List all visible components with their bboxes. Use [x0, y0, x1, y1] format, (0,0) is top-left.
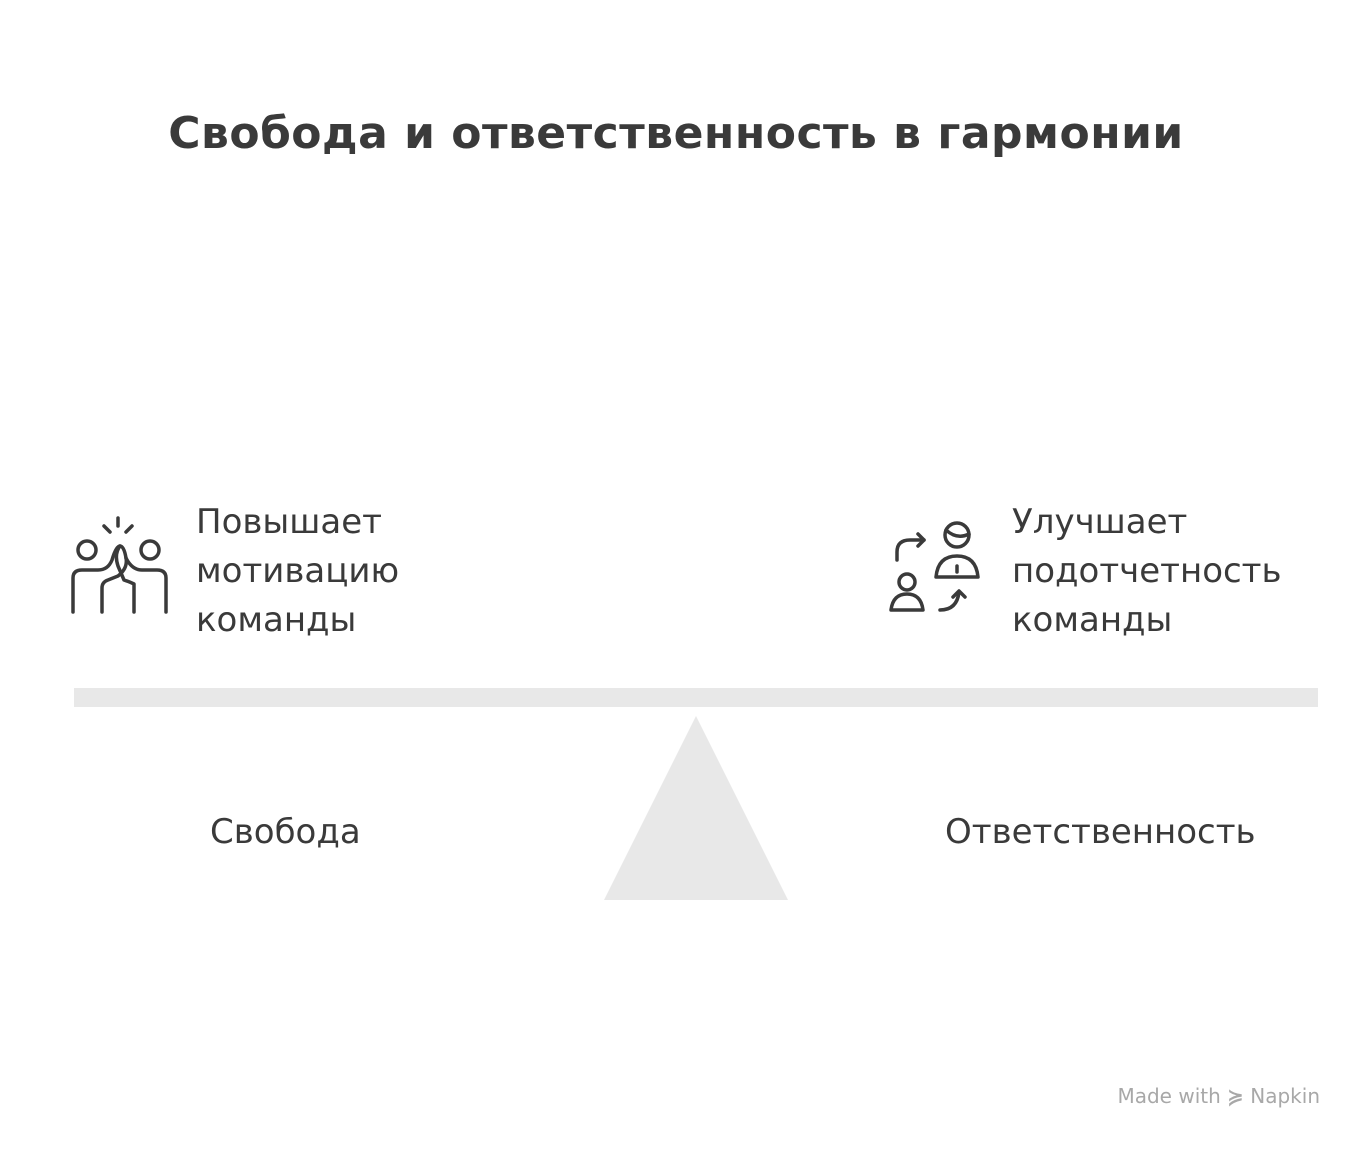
- right-benefit-line: команды: [1012, 600, 1173, 640]
- right-benefit-line: Улучшает: [1012, 502, 1188, 542]
- left-benefit-line: Повышает: [196, 502, 382, 542]
- left-benefit-text: Повышает мотивацию команды: [196, 498, 399, 645]
- high-five-icon: [71, 516, 168, 614]
- left-benefit-line: мотивацию: [196, 551, 400, 591]
- freedom-caption: Свобода: [210, 812, 361, 852]
- accountability-icon: [889, 521, 980, 612]
- right-benefit-text: Улучшает подотчетность команды: [1012, 498, 1282, 645]
- responsibility-caption: Ответственность: [945, 812, 1256, 852]
- right-benefit-line: подотчетность: [1012, 551, 1282, 591]
- made-with-napkin: Made with ≽ Napkin: [1117, 1084, 1320, 1108]
- napkin-logo-icon: ≽: [1227, 1084, 1244, 1108]
- scale-beam: [74, 688, 1318, 707]
- made-with-label: Made with: [1117, 1084, 1221, 1108]
- diagram-title: Свобода и ответственность в гармонии: [168, 108, 1184, 159]
- scale-fulcrum: [604, 716, 788, 900]
- brand-label: Napkin: [1250, 1084, 1320, 1108]
- left-benefit-line: команды: [196, 600, 357, 640]
